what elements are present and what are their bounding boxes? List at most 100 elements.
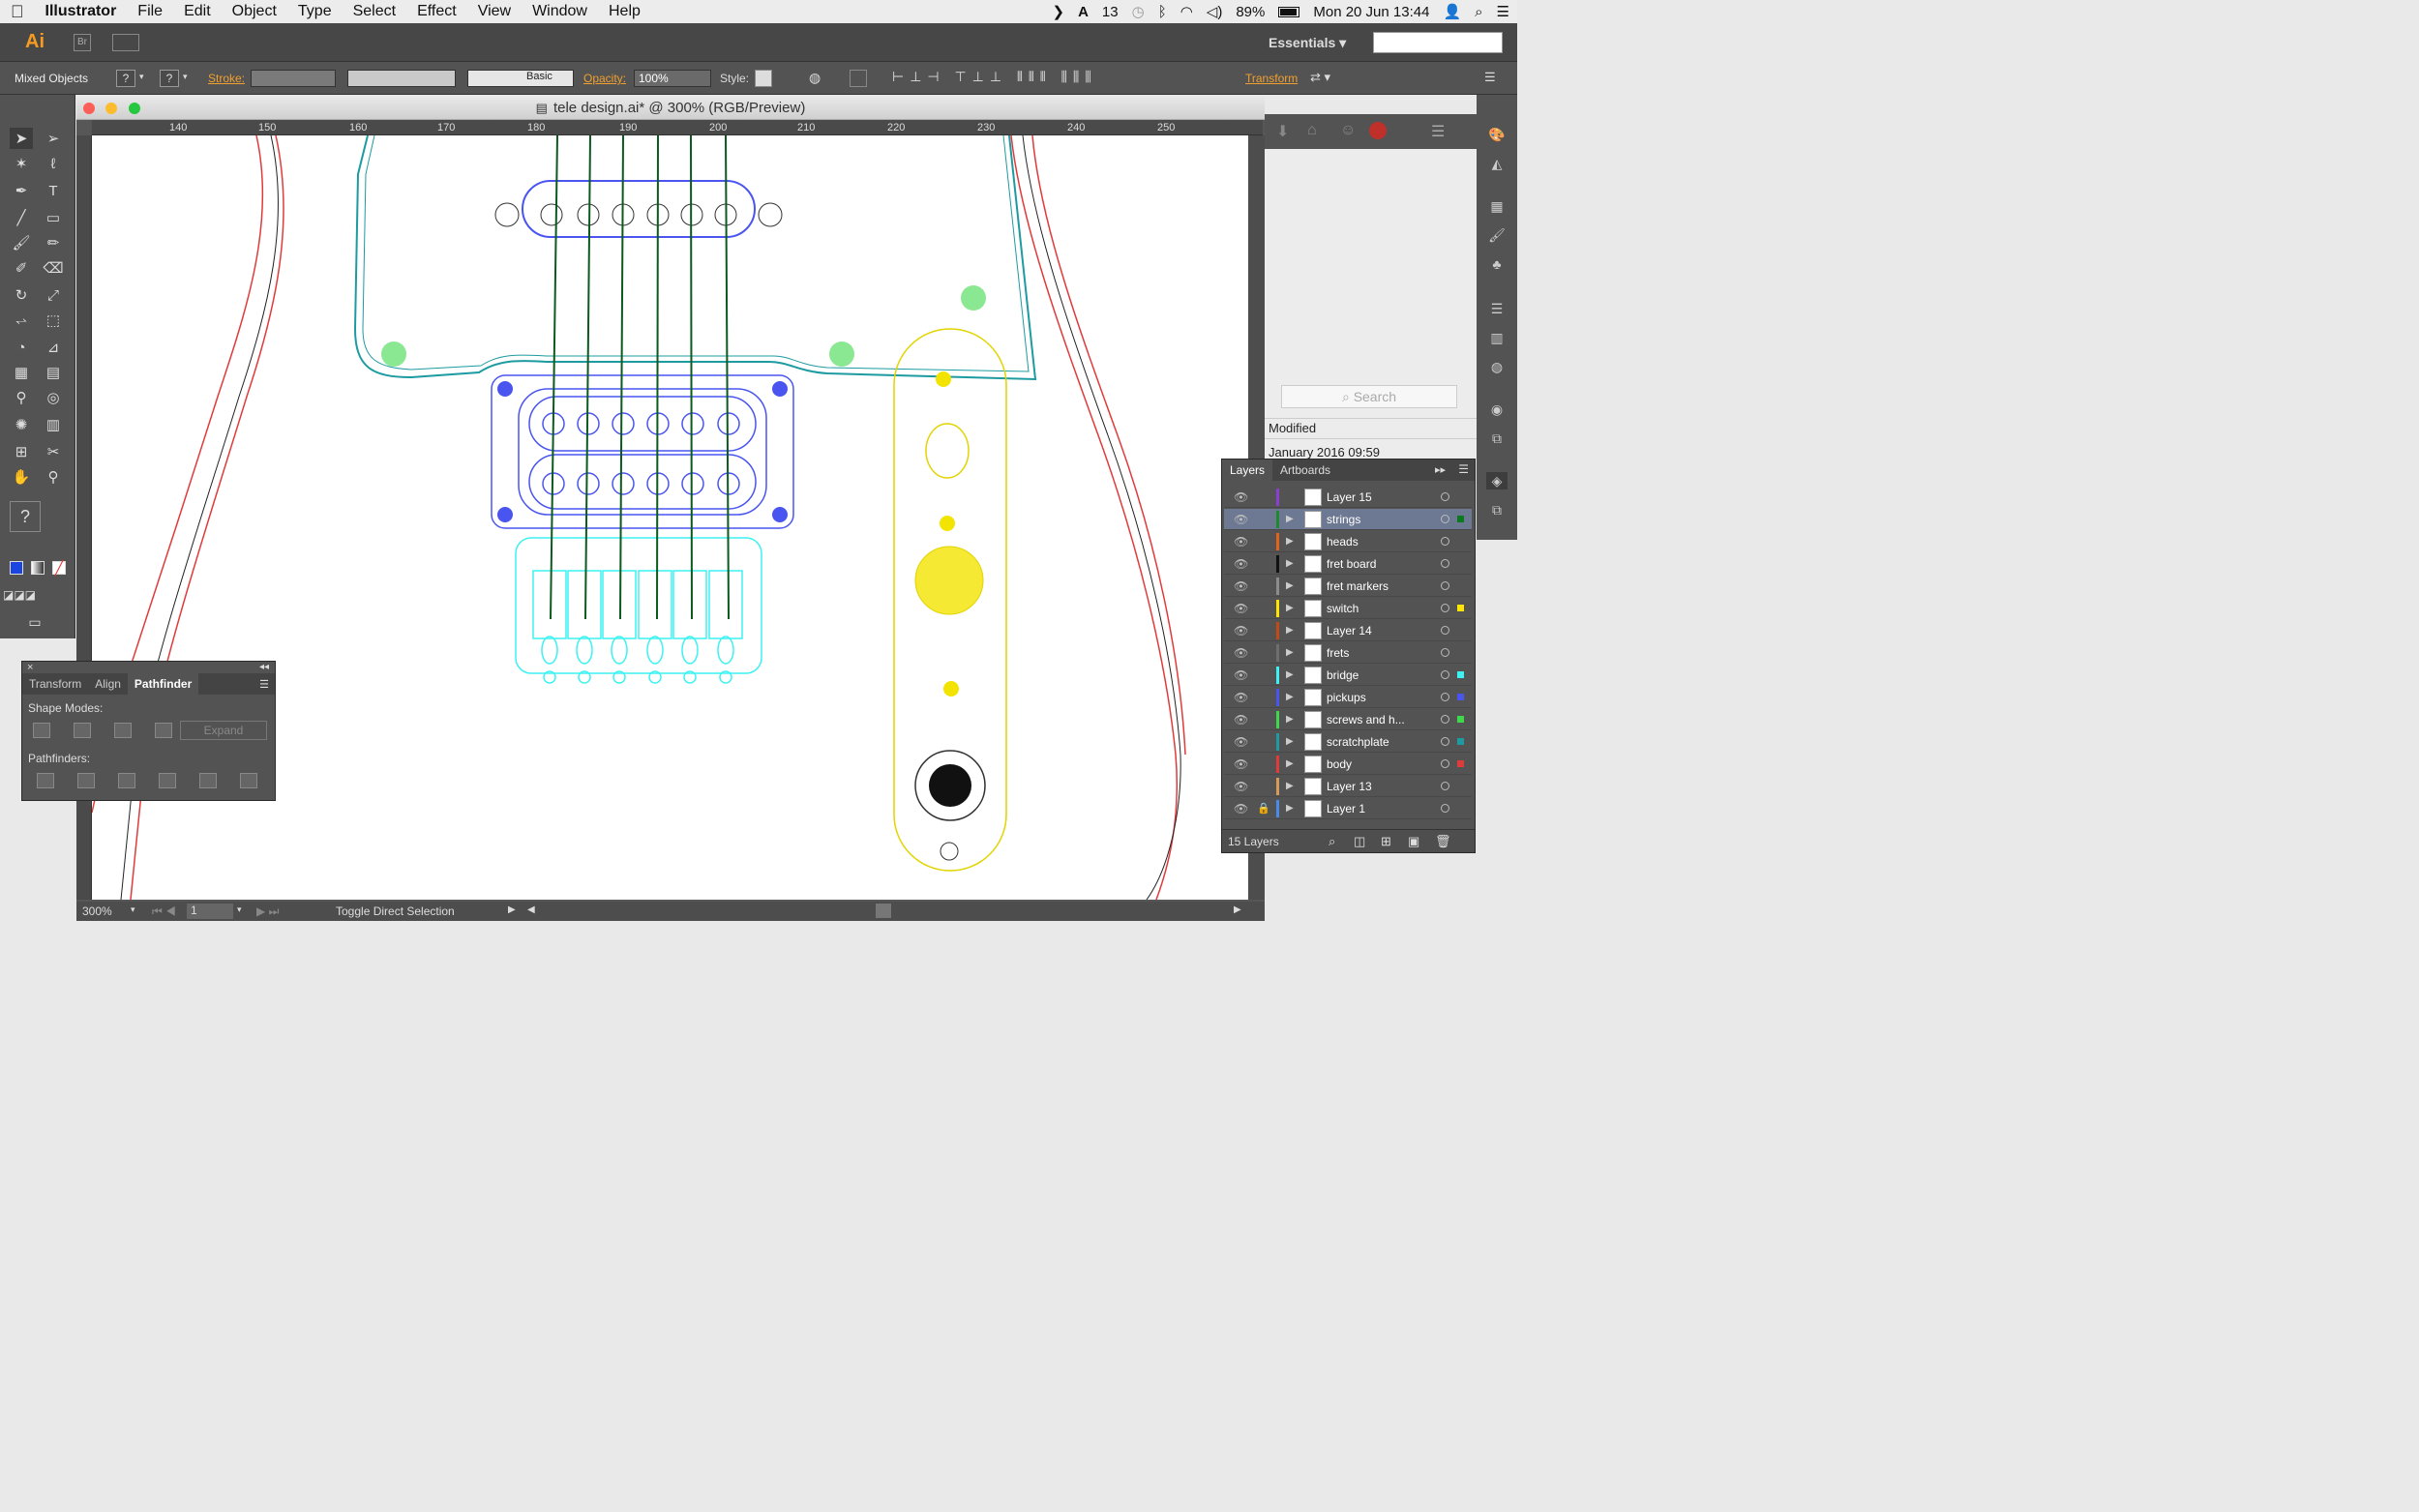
selection-indicator-icon[interactable] — [1457, 760, 1464, 767]
menu-view[interactable]: View — [464, 3, 511, 19]
target-icon[interactable] — [1441, 759, 1449, 768]
close-window-icon[interactable] — [83, 103, 95, 114]
bridge-button[interactable]: Br — [74, 33, 91, 51]
visibility-eye-icon[interactable]: 👁 — [1234, 556, 1249, 571]
minus-back-icon[interactable] — [240, 773, 257, 788]
artboard-nav-last-icon[interactable]: ▶ ⏭ — [256, 904, 280, 918]
panel-menu-icon[interactable]: ☰ — [1458, 462, 1469, 476]
visibility-eye-icon[interactable]: 👁 — [1234, 779, 1249, 793]
slice-tool-icon[interactable]: ✂ — [46, 444, 60, 460]
selection-indicator-icon[interactable] — [1457, 716, 1464, 723]
eyedropper-tool-icon[interactable]: ⚲ — [15, 390, 27, 406]
layer-row[interactable]: 👁Layer 15 — [1224, 487, 1472, 508]
lock-icon[interactable]: 🔒 — [1257, 803, 1270, 815]
fill-dropdown-icon[interactable]: ▾ — [139, 72, 144, 81]
target-icon[interactable] — [1441, 559, 1449, 568]
visibility-eye-icon[interactable]: 👁 — [1234, 690, 1249, 704]
rotate-tool-icon[interactable]: ↻ — [15, 287, 28, 304]
color-panel-icon[interactable]: 🎨 — [1488, 126, 1506, 142]
layer-row[interactable]: 👁▶Layer 14 — [1224, 620, 1472, 641]
expand-triangle-icon[interactable]: ▶ — [1286, 580, 1294, 591]
menu-icon[interactable]: ☰ — [1431, 124, 1446, 140]
zoom-dropdown-icon[interactable]: ▾ — [131, 904, 135, 914]
variable-width-dropdown[interactable] — [347, 70, 456, 87]
minus-front-icon[interactable] — [74, 723, 91, 738]
visibility-eye-icon[interactable]: 👁 — [1234, 512, 1249, 526]
expand-triangle-icon[interactable]: ▶ — [1286, 692, 1294, 702]
artboard-dropdown-icon[interactable]: ▾ — [237, 904, 242, 914]
apple-menu-icon[interactable]:  — [0, 2, 35, 22]
symbols-panel-icon[interactable]: ♣ — [1492, 256, 1502, 272]
layer-row[interactable]: 👁▶heads — [1224, 531, 1472, 552]
expand-triangle-icon[interactable]: ▶ — [1286, 558, 1294, 569]
gradient-tool-icon[interactable]: ▤ — [45, 365, 61, 381]
eraser-tool-icon[interactable]: ⌫ — [43, 260, 64, 277]
visibility-eye-icon[interactable]: 👁 — [1234, 601, 1249, 615]
chevron-right-icon[interactable]: ❯ — [1052, 4, 1065, 20]
visibility-eye-icon[interactable]: 👁 — [1234, 534, 1249, 548]
stroke-label[interactable]: Stroke: — [208, 72, 246, 85]
lasso-tool-icon[interactable]: ℓ — [50, 155, 56, 172]
target-icon[interactable] — [1441, 581, 1449, 590]
artboards-panel-icon[interactable]: ⧉ — [1492, 501, 1502, 518]
expand-triangle-icon[interactable]: ▶ — [1286, 781, 1294, 791]
volume-icon[interactable]: ◁) — [1206, 4, 1223, 20]
tab-align[interactable]: Align — [95, 677, 121, 691]
selection-indicator-icon[interactable] — [1457, 738, 1464, 745]
visibility-eye-icon[interactable]: 👁 — [1234, 645, 1249, 660]
layer-row[interactable]: 👁▶Layer 13 — [1224, 776, 1472, 797]
selection-indicator-icon[interactable] — [1457, 605, 1464, 611]
transform-link[interactable]: Transform — [1245, 72, 1299, 85]
menu-help[interactable]: Help — [595, 3, 641, 19]
transparency-panel-icon[interactable]: ◍ — [1490, 358, 1504, 374]
rectangle-tool-icon[interactable]: ▭ — [45, 210, 61, 226]
selection-indicator-icon[interactable] — [1457, 671, 1464, 678]
expand-triangle-icon[interactable]: ▶ — [1286, 714, 1294, 725]
stroke-swatch[interactable]: ? — [160, 70, 179, 87]
selection-tool-icon[interactable]: ➤ — [10, 128, 33, 149]
free-transform-tool-icon[interactable]: ⬚ — [45, 312, 61, 329]
layer-row[interactable]: 👁▶screws and h... — [1224, 709, 1472, 730]
exclude-icon[interactable] — [155, 723, 172, 738]
target-icon[interactable] — [1441, 648, 1449, 657]
expand-triangle-icon[interactable]: ▶ — [1286, 536, 1294, 547]
zoom-field[interactable]: 300% — [82, 904, 112, 918]
status-menu-icon[interactable]: ▶ — [508, 904, 516, 915]
visibility-eye-icon[interactable]: 👁 — [1234, 489, 1249, 504]
blend-tool-icon[interactable]: ◎ — [46, 390, 60, 406]
line-tool-icon[interactable]: ╱ — [16, 210, 26, 226]
menu-effect[interactable]: Effect — [403, 3, 457, 19]
width-tool-icon[interactable]: ⥋ — [15, 311, 27, 329]
recolor-artwork-icon[interactable]: ◍ — [809, 70, 821, 85]
appearance-panel-icon[interactable]: ◉ — [1490, 400, 1504, 417]
visibility-eye-icon[interactable]: 👁 — [1234, 712, 1249, 726]
selection-indicator-icon[interactable] — [1457, 694, 1464, 700]
chat-icon[interactable]: ☺ — [1340, 122, 1357, 138]
menu-object[interactable]: Object — [219, 3, 277, 19]
target-icon[interactable] — [1441, 604, 1449, 612]
expand-triangle-icon[interactable]: ▶ — [1286, 803, 1294, 814]
layer-row[interactable]: 👁▶pickups — [1224, 687, 1472, 708]
arrange-documents-button[interactable] — [112, 33, 139, 51]
layers-panel-icon[interactable]: ◈ — [1486, 472, 1508, 489]
finder-search-field[interactable]: ⌕ Search — [1281, 385, 1457, 408]
target-icon[interactable] — [1441, 492, 1449, 501]
expand-triangle-icon[interactable]: ▶ — [1286, 603, 1294, 613]
target-icon[interactable] — [1441, 537, 1449, 546]
magic-wand-tool-icon[interactable]: ✶ — [15, 156, 28, 172]
color-mode-swatch[interactable] — [10, 561, 23, 575]
expand-triangle-icon[interactable]: ▶ — [1286, 625, 1294, 636]
visibility-eye-icon[interactable]: 👁 — [1234, 667, 1249, 682]
battery-icon[interactable] — [1278, 6, 1300, 17]
locate-object-icon[interactable]: ⌕ — [1329, 833, 1336, 848]
horizontal-ruler[interactable]: 140 150 160 170 180 190 200 210 220 230 … — [92, 120, 1263, 135]
graphic-styles-panel-icon[interactable]: ⧉ — [1492, 430, 1502, 446]
menu-window[interactable]: Window — [519, 3, 587, 19]
layer-row[interactable]: 👁▶fret markers — [1224, 576, 1472, 597]
adblock-icon[interactable] — [1369, 122, 1387, 139]
target-icon[interactable] — [1441, 670, 1449, 679]
graphic-style-swatch[interactable] — [755, 70, 772, 87]
menu-file[interactable]: File — [124, 3, 163, 19]
intersect-icon[interactable] — [114, 723, 132, 738]
download-icon[interactable]: ⬇ — [1276, 124, 1290, 140]
